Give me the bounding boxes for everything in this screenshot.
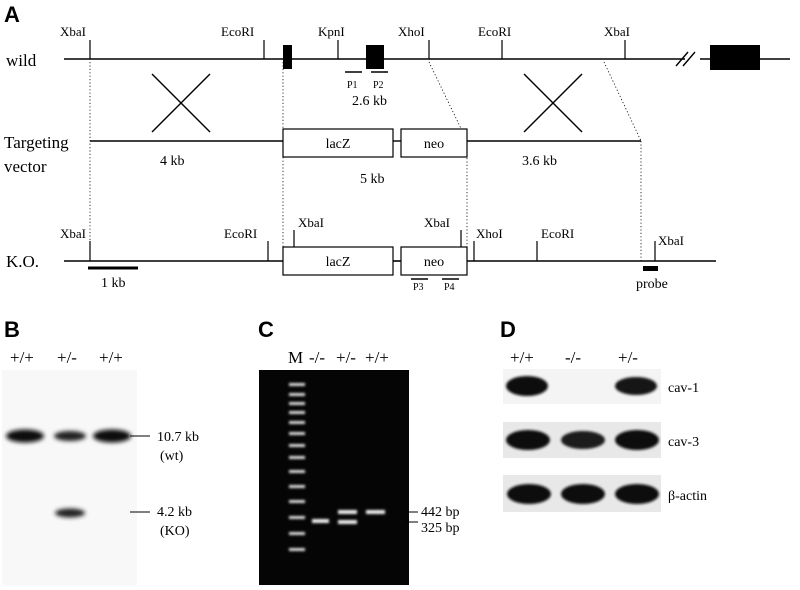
vector-neo-label: neo [424, 137, 444, 152]
ko-site-xbai-4: XbaI [658, 233, 684, 248]
cassette-length: 5 kb [360, 172, 385, 187]
band-label-325bp: 325 bp [421, 521, 460, 536]
band-label-442bp: 442 bp [421, 505, 460, 520]
ko-site-xbai-1: XbaI [60, 226, 86, 241]
targeting-row-label-2: vector [4, 157, 47, 176]
blot-d-genotype-2: -/- [565, 348, 581, 367]
recombination-cross-left [151, 73, 211, 133]
protein-cav1: cav-1 [668, 381, 699, 396]
vector-neo-box [400, 128, 468, 158]
break-mark-2 [682, 51, 696, 67]
wild-row-label: wild [6, 51, 37, 70]
protein-actin: β-actin [668, 489, 707, 504]
probe-label: probe [636, 277, 668, 292]
band-ko-lane2 [55, 508, 85, 518]
blot-b-genotype-1: +/+ [10, 348, 34, 367]
primer-p3-label: P3 [413, 282, 424, 293]
panel-d-label: D [500, 317, 516, 342]
dna-ladder [289, 383, 305, 551]
band-442-wt [366, 510, 385, 514]
recombination-cross-right [523, 73, 583, 133]
gel-lane-het: +/- [336, 348, 356, 367]
ko-site-xbai-3: XbaI [424, 215, 450, 230]
panel-c: C M -/- +/- +/+ 442 bp 325 bp [258, 317, 460, 585]
wild-site-ecori-2: EcoRI [478, 24, 511, 39]
band-wt-lane1 [6, 429, 44, 443]
blot-b-genotype-3: +/+ [99, 348, 123, 367]
ko-lacz-label: lacZ [326, 255, 351, 270]
ko-site-xbai-2: XbaI [298, 215, 324, 230]
panel-a: A wild XbaI EcoRI KpnI XhoI EcoRI XbaI [4, 2, 790, 293]
gel-lane-m: M [288, 348, 303, 367]
gel-lane-wt: +/+ [365, 348, 389, 367]
band-label-wt: (wt) [160, 449, 184, 464]
wild-site-kpni: KpnI [318, 24, 345, 39]
ko-site-ecori-2: EcoRI [541, 226, 574, 241]
panel-a-label: A [4, 2, 20, 27]
ko-neo-box [400, 246, 468, 276]
exon-1 [283, 45, 292, 69]
targeting-vector: Targeting vector lacZ neo 4 kb 3.6 kb 5 … [4, 128, 641, 187]
panel-b-label: B [4, 317, 20, 342]
ko-neo-label: neo [424, 255, 444, 270]
band-325-het [338, 520, 357, 524]
break-mark-1 [675, 51, 689, 67]
wild-site-xbai-1: XbaI [60, 24, 86, 39]
gel-lane-ko: -/- [309, 348, 325, 367]
ko-allele: K.O. lacZ neo XbaI EcoRI XbaI XbaI XhoI … [6, 215, 716, 293]
ko-row-label: K.O. [6, 252, 39, 271]
blot-d-genotype-3: +/- [618, 348, 638, 367]
panel-d: D +/+ -/- +/- cav-1 cav-3 β-actin [500, 317, 707, 512]
primer-p4-label: P4 [444, 282, 455, 293]
ko-site-xhoi: XhoI [476, 226, 503, 241]
targeting-row-label-1: Targeting [4, 133, 69, 152]
band-442-het [338, 510, 357, 514]
wild-site-ecori-1: EcoRI [221, 24, 254, 39]
protein-cav3: cav-3 [668, 435, 699, 450]
band-325-ko [312, 519, 329, 523]
exon-2 [366, 45, 384, 69]
band-wt-lane3 [93, 429, 131, 443]
scale-bar-label: 1 kb [101, 276, 126, 291]
blot-b-genotype-2: +/- [57, 348, 77, 367]
left-arm-length: 4 kb [160, 154, 185, 169]
panel-b: B +/+ +/- +/+ 10.7 kb (wt) 4.2 kb (KO) [2, 317, 199, 585]
wild-fragment-size: 2.6 kb [352, 94, 387, 109]
wild-type-locus: wild XbaI EcoRI KpnI XhoI EcoRI XbaI [6, 24, 790, 109]
band-label-ko: (KO) [160, 524, 190, 539]
blot-d-genotype-1: +/+ [510, 348, 534, 367]
wild-site-xbai-2: XbaI [604, 24, 630, 39]
wild-site-xhoi: XhoI [398, 24, 425, 39]
panel-c-label: C [258, 317, 274, 342]
band-label-10-7kb: 10.7 kb [157, 430, 199, 445]
ko-site-ecori-1: EcoRI [224, 226, 257, 241]
band-label-4-2kb: 4.2 kb [157, 505, 192, 520]
exon-3 [710, 45, 760, 70]
right-arm-length: 3.6 kb [522, 154, 557, 169]
vector-lacz-label: lacZ [326, 137, 351, 152]
primer-p1-label: P1 [347, 80, 358, 91]
primer-p2-label: P2 [373, 80, 384, 91]
alignment-dotted-lines [89, 61, 642, 262]
southern-blot-membrane [2, 370, 137, 585]
probe-bar [643, 266, 658, 271]
ko-lacz-box [282, 246, 394, 276]
vector-lacz-box [282, 128, 394, 158]
pcr-gel [259, 370, 409, 585]
band-wt-lane2 [54, 431, 86, 441]
